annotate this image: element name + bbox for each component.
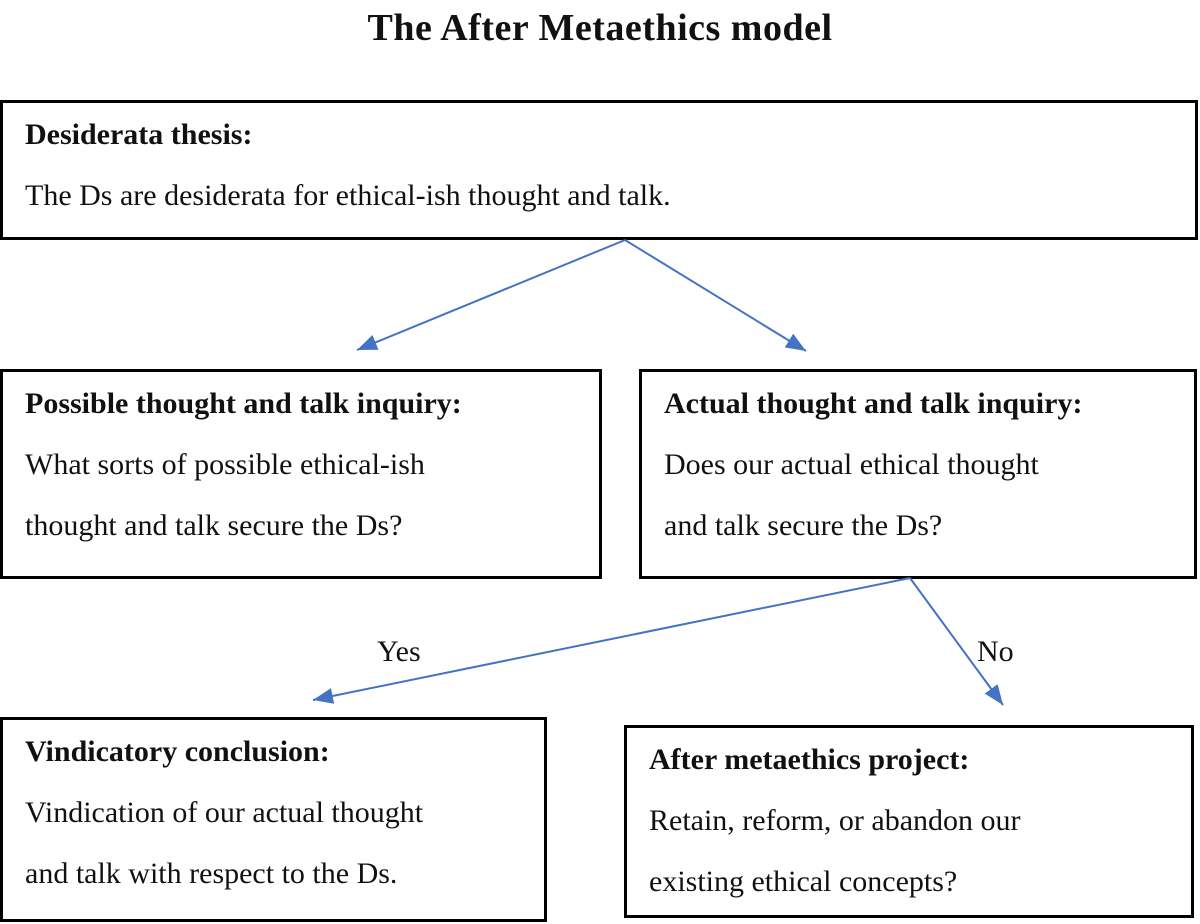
box-possible-body: What sorts of possible ethical-ish thoug…: [25, 448, 425, 542]
box-after-heading: After metaethics project:: [649, 743, 970, 776]
box-vindicatory-body: Vindication of our actual thought and ta…: [25, 796, 424, 890]
edge-label-no: No: [977, 635, 1014, 668]
box-actual-heading: Actual thought and talk inquiry:: [664, 387, 1083, 420]
box-desiderata-heading: Desiderata thesis:: [25, 118, 253, 151]
box-possible-inquiry: Possible thought and talk inquiry: What …: [0, 369, 602, 579]
box-possible-heading: Possible thought and talk inquiry:: [25, 387, 462, 420]
diagram-title: The After Metaethics model: [367, 7, 833, 49]
box-after-metaethics-project: After metaethics project: Retain, reform…: [624, 725, 1194, 918]
box-desiderata-body: The Ds are desiderata for ethical-ish th…: [25, 179, 671, 212]
edge-label-yes: Yes: [377, 635, 421, 668]
box-vindicatory-conclusion: Vindicatory conclusion: Vindication of o…: [0, 717, 547, 922]
arrow-desiderata-to-actual: [624, 239, 807, 352]
box-desiderata-thesis: Desiderata thesis: The Ds are desiderata…: [0, 100, 1198, 240]
box-actual-inquiry: Actual thought and talk inquiry: Does ou…: [639, 369, 1197, 579]
arrow-desiderata-to-possible: [356, 239, 626, 351]
box-actual-body: Does our actual ethical thought and talk…: [664, 448, 1039, 542]
box-vindicatory-heading: Vindicatory conclusion:: [25, 735, 330, 768]
box-after-body: Retain, reform, or abandon our existing …: [649, 804, 1021, 898]
